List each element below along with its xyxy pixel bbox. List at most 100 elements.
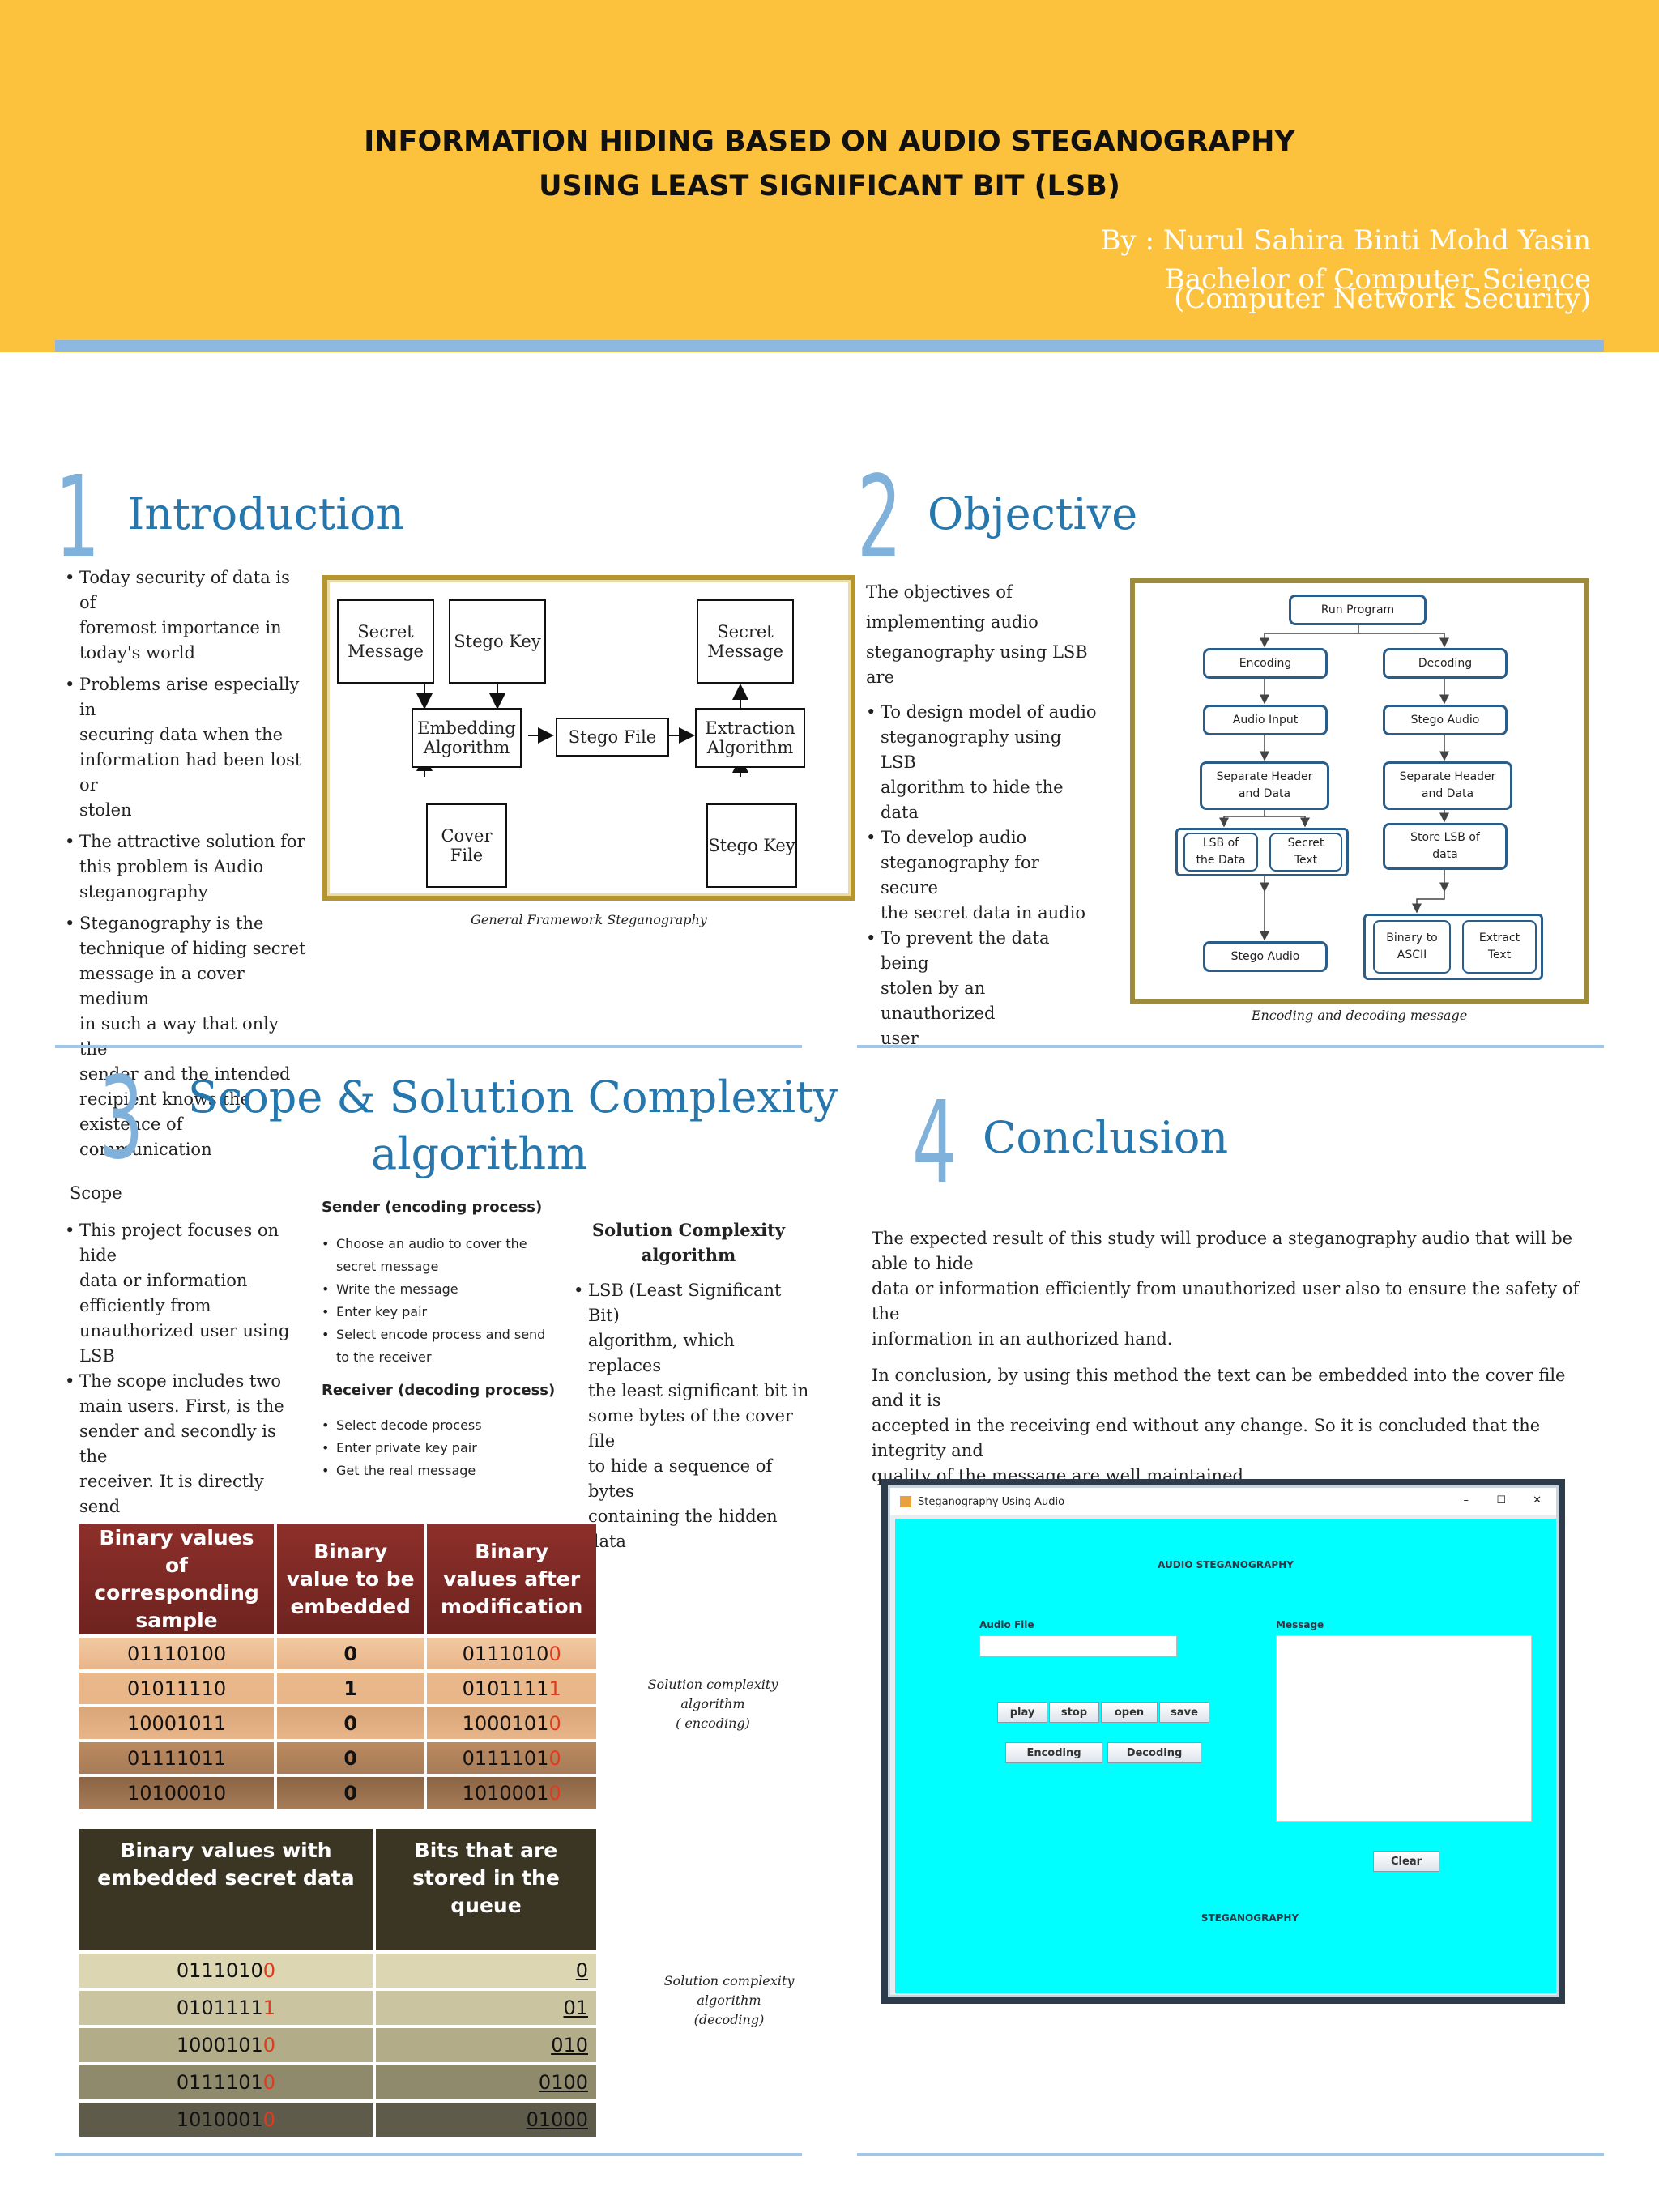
message-textarea[interactable] [1276, 1635, 1532, 1822]
flow-extract-text: Extract Text [1462, 920, 1537, 974]
cell-bits: 1000101 [462, 1711, 549, 1735]
solution-line: some bytes of the cover file [588, 1406, 793, 1451]
decoding-button[interactable]: Decoding [1107, 1742, 1201, 1763]
table-cell: 0100 [375, 2065, 596, 2099]
scope-bullet-line: This project focuses on hide [79, 1221, 279, 1265]
table-header-cell: Binary values with embedded secret data [79, 1829, 373, 1950]
intro-bullet-line: today's world [79, 643, 195, 663]
objective-bullet-line: To prevent the data being [881, 928, 1050, 973]
open-button[interactable]: open [1101, 1702, 1158, 1723]
secret-message-out-box: Secret Message [697, 599, 794, 684]
table-cell: 10100010 [427, 1777, 596, 1809]
intro-bullet-line: steganography [79, 882, 208, 901]
scope-title-line2: algorithm [371, 1128, 588, 1179]
section-number-3: 3 [99, 1053, 144, 1185]
app-titlebar: Steganography Using Audio – ☐ ✕ [890, 1488, 1556, 1515]
objective-intro-line: implementing audio [866, 612, 1038, 632]
receiver-item-item: Get the real message [322, 1460, 565, 1482]
intro-bullet-line: message in a cover medium [79, 964, 245, 1008]
poster-title-line2: USING LEAST SIGNIFICANT BIT (LSB) [539, 170, 1120, 202]
sender-item-item: Enter key pair [322, 1301, 565, 1323]
table-cell: 01011110 [79, 1673, 275, 1704]
save-button[interactable]: save [1159, 1702, 1209, 1723]
solution-list: LSB (Least Significant Bit)algorithm, wh… [574, 1278, 810, 1554]
objective-intro-line: steganography using LSB are [866, 642, 1088, 687]
receiver-item-line: Select decode process [336, 1417, 482, 1433]
table-cell: 10001010 [79, 2028, 373, 2062]
table-cell: 0 [277, 1707, 424, 1739]
solution-line: LSB (Least Significant Bit) [588, 1281, 782, 1325]
scope-bullet-item: This project focuses on hide data or info… [65, 1218, 308, 1369]
scope-heading: Scope [70, 1183, 122, 1203]
embedding-box: Embedding Algorithm [412, 708, 522, 768]
program-line2: (Computer Network Security) [1174, 283, 1591, 315]
encoding-caption: Solution complexity algorithm( encoding) [647, 1677, 778, 1731]
intro-title: Introduction [127, 488, 404, 539]
table-cell: 10001010 [427, 1707, 596, 1739]
maximize-button[interactable]: ☐ [1496, 1494, 1506, 1507]
solution-line: containing the hidden data [588, 1507, 778, 1551]
solution-line: to hide a sequence of bytes [588, 1456, 773, 1501]
close-button[interactable]: ✕ [1533, 1494, 1542, 1507]
secret-message-box: Secret Message [337, 599, 434, 684]
app-frame: Steganography Using Audio – ☐ ✕ AUDIO ST… [888, 1485, 1559, 1997]
scope-bullet-line: The scope includes two [79, 1371, 281, 1391]
flow-encoding: Encoding [1203, 648, 1328, 679]
encoding-button[interactable]: Encoding [1005, 1742, 1102, 1763]
app-java-icon [900, 1496, 911, 1507]
objective-bullet-line: To design model of audio [881, 702, 1097, 722]
flow-run-program: Run Program [1289, 595, 1427, 625]
scope-bullet-list: This project focuses on hide data or info… [65, 1218, 308, 1570]
minimize-button[interactable]: – [1463, 1494, 1469, 1507]
table-cell: 0 [277, 1777, 424, 1809]
cell-lsb: 0 [548, 1642, 561, 1665]
cell-lsb: 0 [262, 2034, 276, 2056]
header-banner [0, 0, 1659, 352]
clear-button[interactable]: Clear [1373, 1851, 1439, 1872]
table-cell: 1 [277, 1673, 424, 1704]
sender-item-line: to the receiver [336, 1349, 432, 1365]
conclusion-title: Conclusion [983, 1112, 1229, 1163]
objective-bullet-line: algorithm to hide the data [881, 778, 1064, 822]
sender-item-line: Enter key pair [336, 1304, 428, 1319]
framework-figure: Secret Message Stego Key Secret Message … [322, 575, 855, 901]
conclusion-paragraph: The expected result of this study will p… [872, 1226, 1601, 1352]
intro-bullet-line: stolen [79, 800, 132, 820]
intro-bullet-line: information had been lost or [79, 750, 302, 795]
table-cell: 10100010 [79, 2103, 373, 2137]
receiver-item-item: Select decode process [322, 1414, 565, 1437]
encode-decode-flowchart: Run Program Encoding Decoding Audio Inpu… [1130, 578, 1589, 1004]
solution-item: LSB (Least Significant Bit)algorithm, wh… [574, 1278, 810, 1554]
audio-file-input[interactable] [979, 1635, 1177, 1656]
table-cell: 01011111 [427, 1673, 596, 1704]
scope-bullet-line: data or information [79, 1271, 248, 1290]
cell-lsb: 0 [548, 1711, 561, 1735]
table-cell: 0 [375, 1954, 596, 1988]
table-cell: 01110100 [427, 1638, 596, 1669]
cell-bits: 0111101 [176, 2071, 263, 2094]
scope-bullet-line: main users. First, is the [79, 1396, 284, 1416]
play-button[interactable]: play [997, 1702, 1047, 1723]
stego-key-2-box: Stego Key [706, 803, 797, 888]
stop-button[interactable]: stop [1049, 1702, 1099, 1723]
intro-bullet-line: sender and the intended [79, 1064, 291, 1084]
table-cell: 01111010 [427, 1742, 596, 1774]
cell-bits: 0111010 [462, 1642, 549, 1665]
table-cell: 01 [375, 1991, 596, 2025]
flow-secret-text: Secret Text [1269, 833, 1342, 872]
